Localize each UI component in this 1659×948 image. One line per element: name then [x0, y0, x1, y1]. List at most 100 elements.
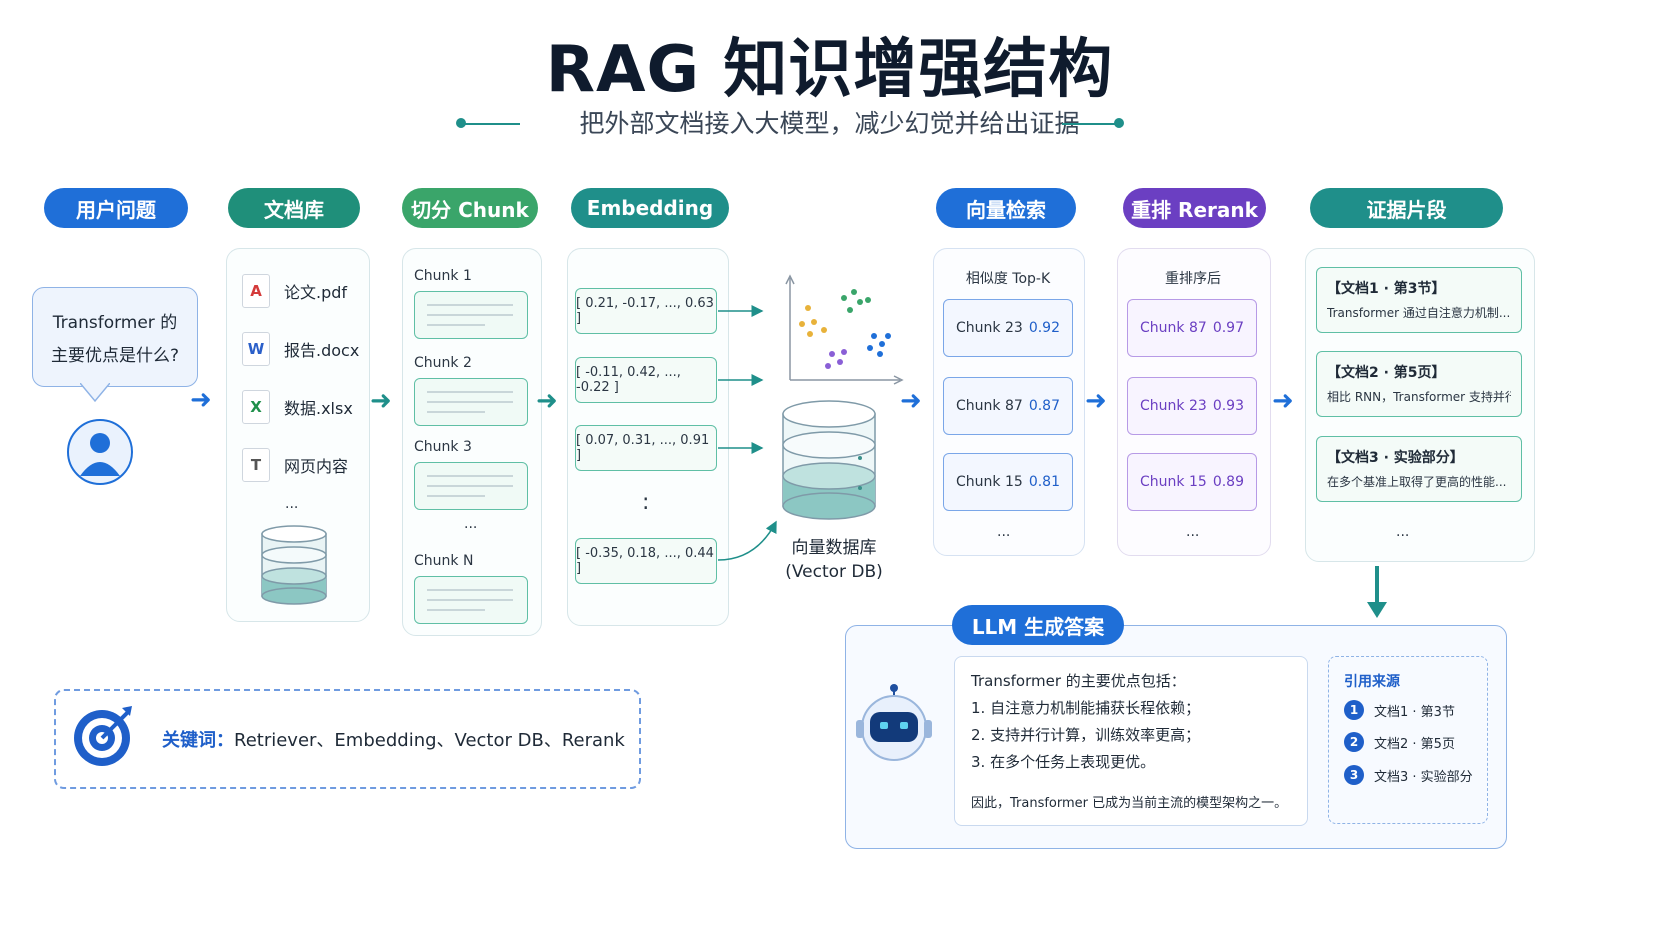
subtitle-line-left [462, 123, 520, 125]
vector-db-icon [782, 400, 876, 520]
evidence-text: 相比 RNN，Transformer 支持并行... [1327, 390, 1511, 404]
citation-text: 文档2 · 第5页 [1374, 736, 1455, 752]
evidence-text: Transformer 通过自注意力机制... [1327, 306, 1511, 320]
result-chunk: Chunk 87 [956, 398, 1023, 414]
stage-embedding: Embedding [571, 188, 729, 228]
evidence-card: 【文档2 · 第5页】相比 RNN，Transformer 支持并行... [1316, 351, 1522, 417]
stage-user-question: 用户问题 [44, 188, 188, 228]
arrow-db-to-retrieval: ➜ [900, 386, 922, 416]
citation-text: 文档1 · 第3节 [1374, 704, 1455, 720]
result-score: 0.97 [1212, 320, 1244, 336]
question-line1: Transformer 的 [52, 313, 178, 333]
subtitle-dot-right [1114, 118, 1124, 128]
keywords-box [54, 689, 641, 789]
retrieval-result: Chunk 87 0.87 [943, 377, 1073, 435]
vector-scatter-icon [785, 274, 904, 385]
docs-more: ... [285, 496, 299, 512]
page-title: RAG 知识增强结构 [545, 33, 1114, 107]
chunk-label: Chunk 1 [414, 268, 472, 284]
evidence-title: 【文档2 · 第5页】 [1327, 365, 1446, 381]
vector-box: [ 0.07, 0.31, ..., 0.91 ] [575, 425, 717, 471]
doc-item-excel: X 数据.xlsx [242, 390, 353, 424]
citation-number: 3 [1344, 765, 1364, 785]
vector-db-label: 向量数据库 (Vector DB) [770, 536, 898, 584]
chunk-box [414, 291, 528, 339]
keywords-line: 关键词：Retriever、Embedding、Vector DB、Rerank [162, 726, 625, 752]
citation-item: 1 文档1 · 第3节 [1344, 700, 1455, 720]
doc-name: 论文.pdf [284, 283, 348, 302]
arrow-chunk-to-embedding: ➜ [536, 386, 558, 416]
citation-text: 文档3 · 实验部分 [1374, 769, 1473, 785]
chunks-more: ... [464, 516, 478, 532]
answer-point: 1. 自注意力机制能捕获长程依赖； [971, 699, 1201, 717]
subtitle-line-right [1062, 123, 1120, 125]
result-chunk: Chunk 23 [1140, 398, 1207, 414]
bubble-tail [80, 383, 110, 403]
docs-database-icon [261, 525, 327, 605]
retrieval-result: Chunk 23 0.92 [943, 299, 1073, 357]
stage-chunk: 切分 Chunk [402, 188, 538, 228]
result-chunk: Chunk 15 [1140, 474, 1207, 490]
keywords-text: Retriever、Embedding、Vector DB、Rerank [234, 730, 625, 751]
citation-number: 2 [1344, 732, 1364, 752]
vector-box: [ -0.35, 0.18, ..., 0.44 ] [575, 538, 717, 584]
evidence-text: 在多个基准上取得了更高的性能... [1327, 475, 1507, 489]
result-score: 0.81 [1028, 474, 1060, 490]
text-icon: T [242, 448, 270, 482]
chunk-label: Chunk 3 [414, 439, 472, 455]
rerank-more: ... [1186, 524, 1200, 540]
result-score: 0.92 [1028, 320, 1060, 336]
doc-name: 数据.xlsx [284, 399, 353, 418]
result-chunk: Chunk 15 [956, 474, 1023, 490]
target-icon [74, 706, 132, 766]
result-chunk: Chunk 87 [1140, 320, 1207, 336]
keywords-label: 关键词： [162, 730, 234, 751]
answer-box [954, 656, 1308, 826]
citation-number: 1 [1344, 700, 1364, 720]
chunk-box [414, 576, 528, 624]
rerank-result: Chunk 87 0.97 [1127, 299, 1257, 357]
excel-icon: X [242, 390, 270, 424]
vectors-more: : [642, 490, 650, 515]
arrow-retrieval-to-rerank: ➜ [1085, 386, 1107, 416]
chunk-label: Chunk N [414, 553, 474, 569]
answer-conclusion: 因此，Transformer 已成为当前主流的模型架构之一。 [971, 796, 1288, 811]
evidence-card: 【文档1 · 第3节】Transformer 通过自注意力机制... [1316, 267, 1522, 333]
pdf-icon: A [242, 274, 270, 308]
vector-db-title: 向量数据库 [791, 538, 877, 558]
page-subtitle: 把外部文档接入大模型，减少幻觉并给出证据 [579, 109, 1080, 138]
chunk-box [414, 462, 528, 510]
rerank-header: 重排序后 [1165, 271, 1221, 287]
stage-rerank: 重排 Rerank [1123, 188, 1266, 228]
result-score: 0.87 [1028, 398, 1060, 414]
citation-item: 3 文档3 · 实验部分 [1344, 765, 1473, 785]
subtitle-dot-left [456, 118, 466, 128]
result-score: 0.93 [1212, 398, 1244, 414]
stage-retrieval: 向量检索 [936, 188, 1076, 228]
arrow-user-to-docs: ➜ [190, 385, 212, 415]
stage-llm: LLM 生成答案 [952, 605, 1124, 645]
robot-icon [856, 684, 932, 761]
result-chunk: Chunk 23 [956, 320, 1023, 336]
answer-intro: Transformer 的主要优点包括： [971, 672, 1186, 690]
chunk-box [414, 378, 528, 426]
question-line2: 主要优点是什么? [50, 346, 180, 366]
user-avatar-icon [67, 419, 133, 485]
vector-db-subtitle: (Vector DB) [785, 562, 883, 582]
chunk-label: Chunk 2 [414, 355, 472, 371]
vector-box: [ -0.11, 0.42, ..., -0.22 ] [575, 357, 717, 403]
arrow-rerank-to-evidence: ➜ [1272, 386, 1294, 416]
citations-title: 引用来源 [1344, 674, 1400, 690]
doc-item-pdf: A 论文.pdf [242, 274, 347, 308]
citation-item: 2 文档2 · 第5页 [1344, 732, 1455, 752]
evidence-more: ... [1396, 524, 1410, 540]
answer-point: 2. 支持并行计算，训练效率更高； [971, 726, 1201, 744]
doc-name: 网页内容 [284, 457, 349, 476]
stage-evidence: 证据片段 [1310, 188, 1503, 228]
doc-item-text: T 网页内容 [242, 448, 348, 482]
rerank-result: Chunk 23 0.93 [1127, 377, 1257, 435]
result-score: 0.89 [1212, 474, 1244, 490]
evidence-title: 【文档3 · 实验部分】 [1327, 450, 1464, 466]
retrieval-more: ... [997, 524, 1011, 540]
citations-box [1328, 656, 1488, 824]
